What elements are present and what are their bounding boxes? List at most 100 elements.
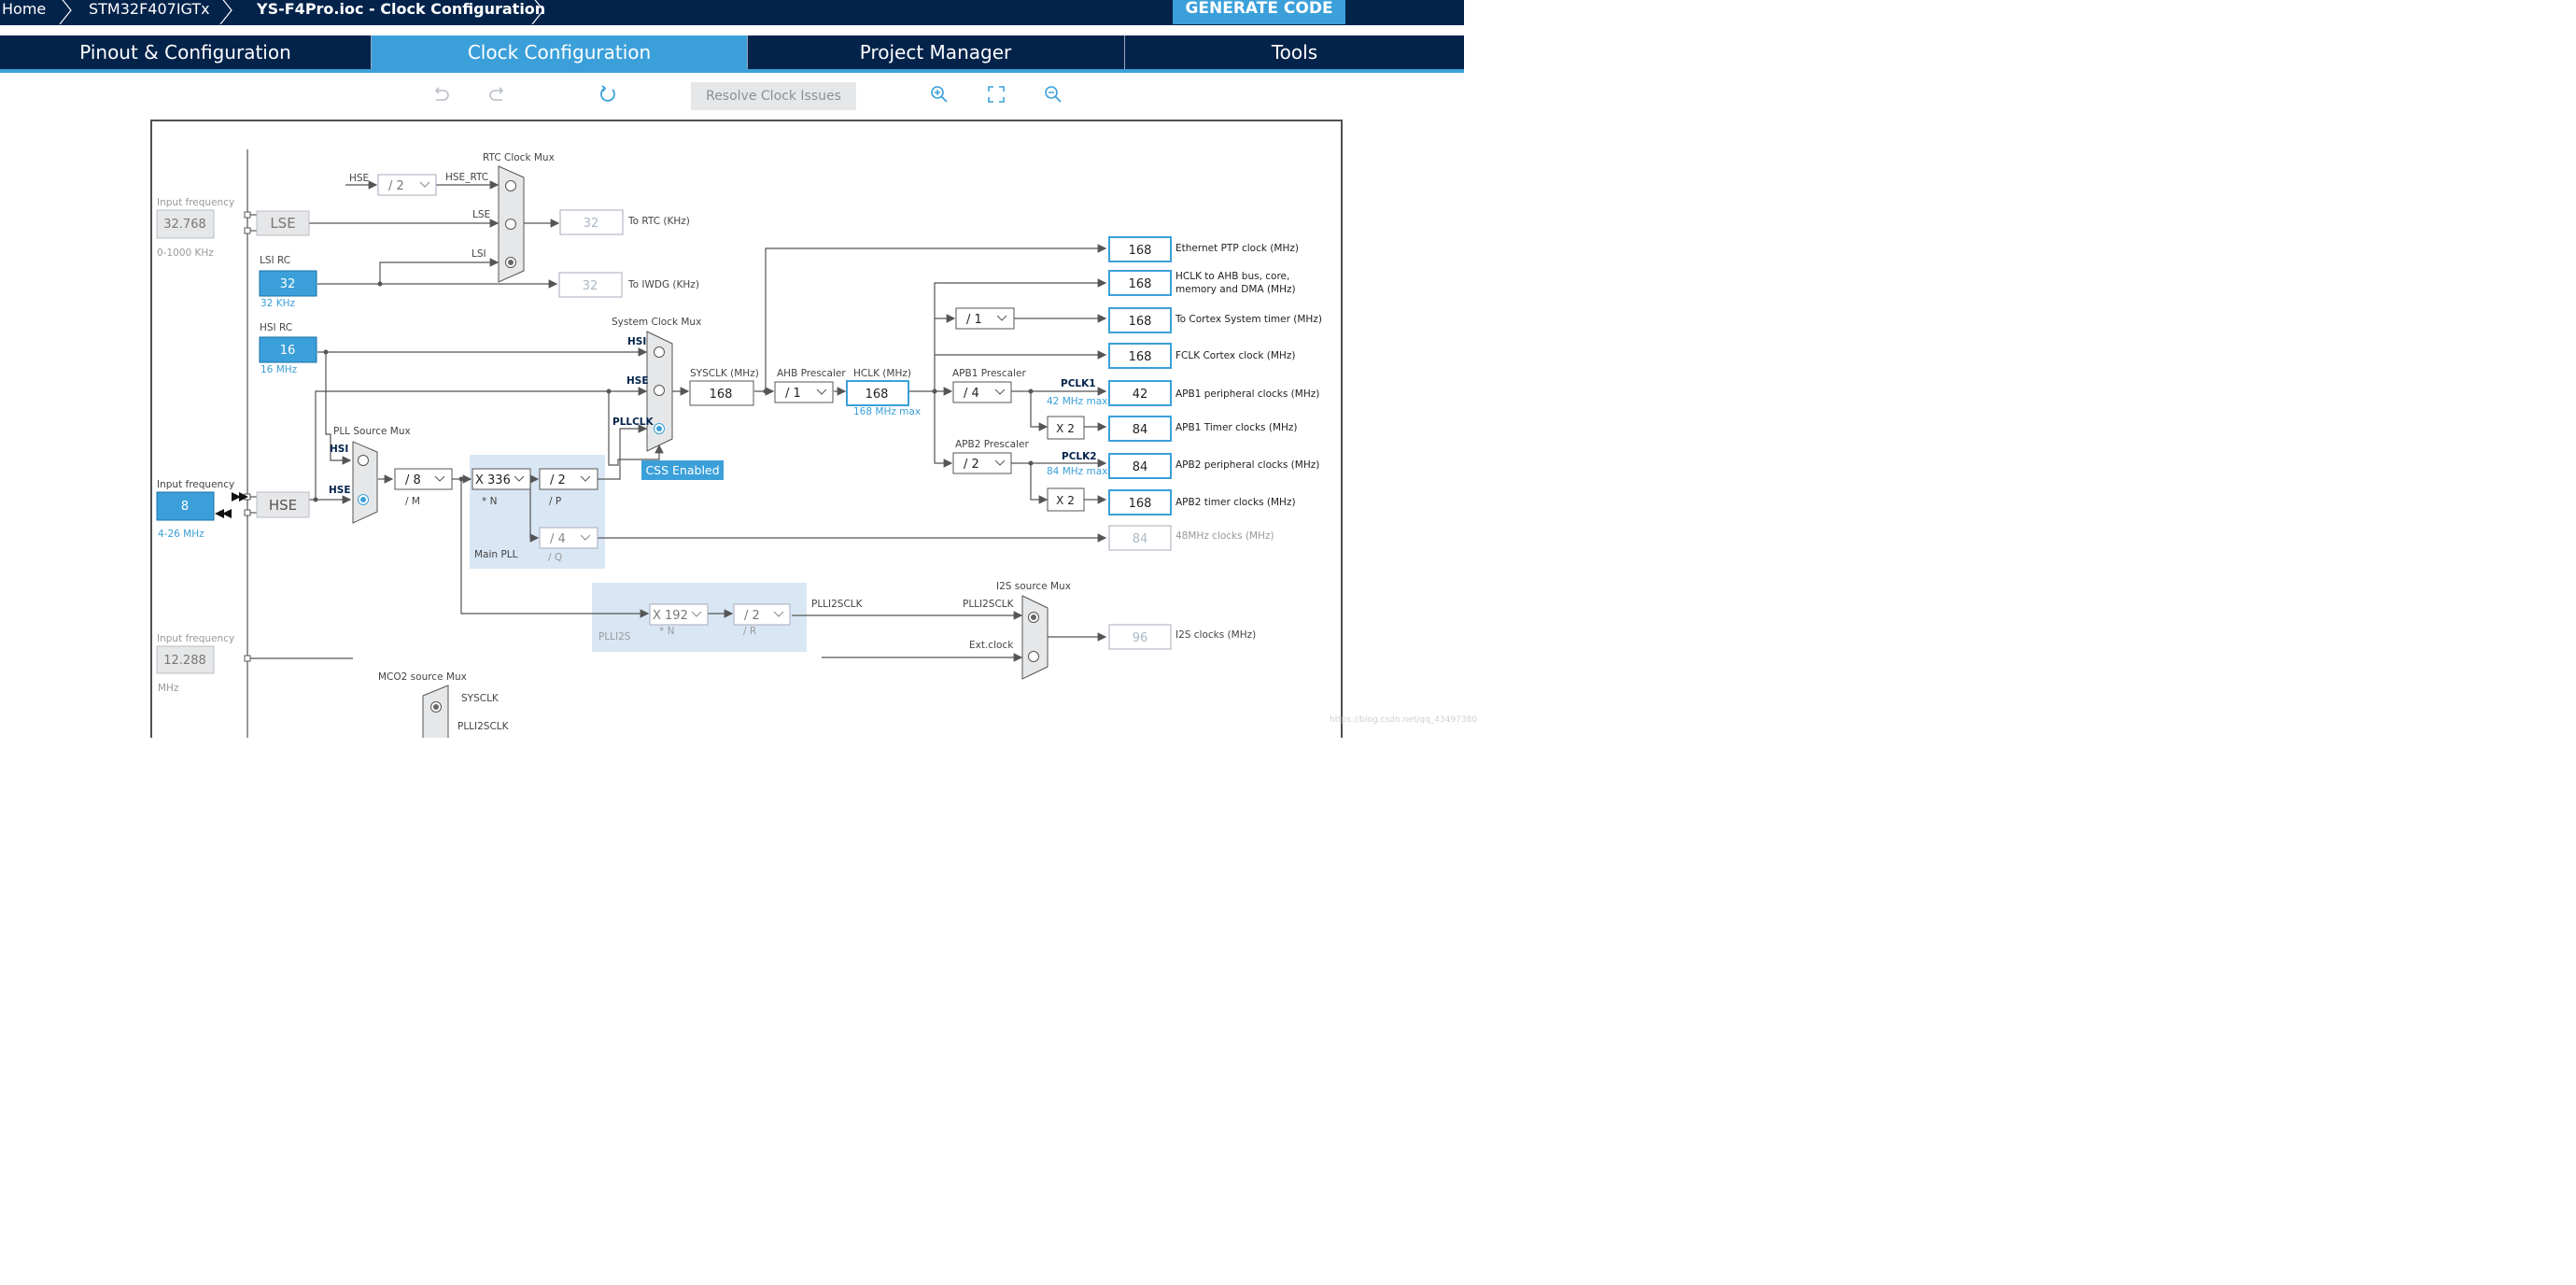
output-label-line2: memory and DMA (MHz)	[1175, 284, 1296, 295]
resolve-clock-issues-button[interactable]: Resolve Clock Issues	[691, 82, 856, 110]
junction-dots	[313, 281, 1034, 502]
plli2s-n-value: X 192	[653, 609, 688, 623]
clock-outputs: 168 Ethernet PTP clock (MHz) 168 HCLK to…	[1108, 236, 1322, 551]
breadcrumb-home[interactable]: Home	[2, 0, 47, 18]
rtc-mux-radio-lse[interactable]	[505, 219, 516, 230]
to-rtc-label: To RTC (KHz)	[627, 216, 690, 227]
i2s-mux-input-ext-clock: Ext.clock	[969, 640, 1014, 651]
apb1-peripheral-output[interactable]	[1108, 380, 1172, 406]
apb2-peripheral-output[interactable]	[1108, 453, 1172, 479]
plli2sclk-label: PLLI2SCLK	[811, 599, 864, 610]
hclk-ahb-output[interactable]	[1108, 270, 1172, 296]
apb1-prescaler-value: / 4	[964, 387, 979, 401]
refresh-icon[interactable]	[598, 84, 618, 105]
pclk1-label: PCLK1	[1061, 378, 1096, 389]
output-label: APB2 timer clocks (MHz)	[1175, 497, 1296, 508]
pll-p-divider-select[interactable]	[539, 468, 598, 490]
chevron-down-icon	[580, 475, 591, 482]
zoom-out-icon[interactable]	[1043, 84, 1063, 105]
pll-q-divider-select[interactable]	[539, 527, 598, 549]
i2s-ext-frequency-input[interactable]	[156, 645, 215, 674]
i2s-source-mux	[1021, 595, 1049, 680]
to-iwdg-value: 32	[583, 279, 598, 293]
cortex-system-timer-output[interactable]	[1108, 307, 1172, 333]
pll-p-value: / 2	[550, 473, 566, 487]
chevron-down-icon	[434, 475, 445, 482]
connection-lines	[247, 180, 1107, 662]
chevron-down-icon	[580, 534, 591, 541]
rtc-mux-radio-hse[interactable]	[505, 180, 516, 191]
plli2s-label: PLLI2S	[598, 631, 631, 642]
chevron-down-icon	[691, 611, 702, 617]
hse-frequency-input[interactable]	[156, 491, 215, 521]
clock-48mhz-output	[1108, 525, 1172, 551]
plli2s-r-divider-select[interactable]	[733, 603, 791, 626]
i2s-clocks-output	[1108, 624, 1172, 650]
mco2-plli2sclk-label: PLLI2SCLK	[457, 721, 510, 732]
apb2-prescaler-label: APB2 Prescaler	[955, 439, 1029, 450]
to-iwdg-output	[558, 272, 623, 298]
zoom-in-icon[interactable]	[929, 84, 950, 105]
lse-frequency-input[interactable]	[156, 209, 215, 239]
ethernet-ptp-clock-output[interactable]	[1108, 236, 1172, 262]
output-value: 168	[1129, 350, 1152, 364]
sysclk-mux-hse-label: HSE	[626, 375, 649, 387]
mco2-mux-title: MCO2 source Mux	[378, 671, 467, 683]
apb1-timer-output[interactable]	[1108, 416, 1172, 442]
hse-in-arrows-icon	[232, 492, 248, 501]
redo-icon[interactable]	[487, 84, 508, 105]
rtc-lse-label: LSE	[472, 209, 490, 220]
breadcrumb-file[interactable]: YS-F4Pro.ioc - Clock Configuration	[257, 0, 546, 18]
fit-to-screen-icon[interactable]	[986, 84, 1006, 105]
apb1-prescaler-select[interactable]	[952, 381, 1012, 403]
apb2-timer-output[interactable]	[1108, 489, 1172, 515]
rtc-mux-title: RTC Clock Mux	[483, 152, 555, 163]
tab-project-manager[interactable]: Project Manager	[859, 41, 1012, 64]
lse-frequency-value: 32.768	[163, 218, 206, 232]
cortex-timer-divider-select[interactable]	[955, 307, 1015, 330]
output-value: 84	[1133, 532, 1148, 546]
sysclk-mux-radio-hse[interactable]	[654, 385, 665, 396]
pll-source-radio-hsi[interactable]	[358, 455, 369, 466]
plli2s-r-label: / R	[743, 626, 756, 637]
apb2-prescaler-select[interactable]	[952, 452, 1012, 474]
chevron-right-icon	[219, 0, 232, 24]
rtc-lsi-label: LSI	[472, 248, 486, 260]
output-label: APB1 Timer clocks (MHz)	[1175, 422, 1298, 433]
i2s-clocks-value: 96	[1133, 631, 1148, 645]
pll-m-value: / 8	[405, 473, 421, 487]
output-value: 168	[1129, 277, 1152, 291]
hse-rtc-label: HSE_RTC	[445, 172, 488, 183]
ahb-prescaler-select[interactable]	[774, 381, 834, 403]
apb1-timer-multiplier-value: X 2	[1056, 422, 1075, 435]
sysclk-label: SYSCLK (MHz)	[690, 368, 759, 379]
sysclk-mux-radio-hsi[interactable]	[654, 346, 665, 358]
undo-icon[interactable]	[430, 84, 451, 105]
css-enabled-button[interactable]	[641, 460, 724, 480]
pll-m-label: / M	[405, 496, 420, 507]
rtc-hse-divider-select[interactable]	[377, 174, 437, 196]
chevron-right-icon	[59, 0, 72, 24]
hse-label: HSE	[269, 497, 297, 514]
generate-code-button[interactable]: GENERATE CODE	[1173, 0, 1345, 24]
plli2s-n-multiplier-select[interactable]	[649, 603, 709, 626]
top-navigation-bar: Home STM32F407IGTx YS-F4Pro.ioc - Clock …	[0, 0, 1464, 25]
chevron-down-icon	[994, 388, 1006, 395]
lsi-unit: 32 KHz	[260, 298, 295, 309]
pclk2-label: PCLK2	[1062, 451, 1097, 462]
i2s-mux-radio-ext-clock[interactable]	[1028, 651, 1039, 662]
tab-clock-configuration[interactable]: Clock Configuration	[372, 35, 747, 69]
css-enabled-label: CSS Enabled	[645, 463, 719, 477]
output-label: Ethernet PTP clock (MHz)	[1175, 243, 1299, 254]
output-value: 168	[1129, 497, 1152, 511]
pll-n-multiplier-select[interactable]	[472, 468, 531, 490]
fclk-cortex-output[interactable]	[1108, 343, 1172, 369]
tab-pinout-configuration[interactable]: Pinout & Configuration	[79, 41, 291, 64]
pclk2-max: 84 MHz max	[1047, 466, 1107, 477]
main-pll-label: Main PLL	[474, 549, 518, 560]
hclk-input[interactable]	[846, 380, 909, 406]
tab-tools[interactable]: Tools	[1271, 41, 1318, 64]
pll-m-divider-select[interactable]	[394, 468, 453, 490]
breadcrumb-device[interactable]: STM32F407IGTx	[89, 0, 210, 18]
hse-frequency-value: 8	[181, 500, 189, 514]
